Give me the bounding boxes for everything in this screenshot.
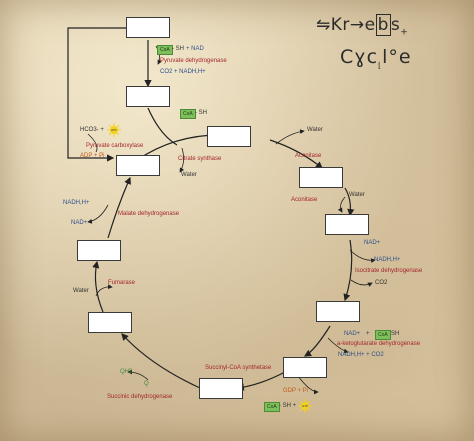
blank-box-citrate[interactable]: [207, 126, 251, 147]
blank-box-succinyl-coa[interactable]: [283, 357, 327, 378]
title-cycle: Cɣc⌊l°e: [340, 46, 412, 70]
title-b-box: b: [375, 14, 391, 36]
blank-box-fumarate[interactable]: [88, 312, 132, 333]
enzyme-pyruvate-dehydrogenase: Pyruvate dehydrogenase: [160, 58, 227, 64]
arc-malate-oaa: [107, 176, 131, 239]
qh2-label: QH2: [120, 369, 133, 375]
nadh-malate: NADH,H+: [63, 200, 90, 206]
coa-tag-top: CoA: [157, 45, 173, 55]
arc-isocitrate-akg: [343, 239, 353, 302]
hco3-label: HCO3- +: [80, 127, 104, 133]
enzyme-malate-dehydrogenase: Malate dehydrogenase: [118, 211, 180, 217]
sh-citrate: - SH: [195, 110, 207, 116]
water-aconitase-in: Water: [307, 127, 323, 133]
coa-tag-akg: CoA: [375, 330, 391, 340]
enzyme-succinic-dehydrogenase: Succinic dehydrogenase: [107, 394, 173, 400]
enzyme-akg-dehydrogenase: a-ketoglutarate dehydrogenase: [337, 341, 421, 347]
blank-box-succinate[interactable]: [199, 378, 243, 399]
nad-top: + NAD: [186, 46, 204, 52]
nad-malate: NAD+: [71, 220, 88, 226]
coa-tag-succinyl: CoA: [264, 402, 280, 412]
nadh-isocitrate: NADH,H+: [374, 257, 401, 263]
enzyme-aconitase-bottom: Aconitase: [291, 197, 318, 203]
blank-box-isocitrate[interactable]: [325, 214, 369, 235]
sh-akg: SH: [391, 331, 400, 337]
q-label: Q: [144, 381, 149, 387]
atp-label: ATP: [111, 128, 117, 132]
arc-akg-succinylcoa: [303, 325, 331, 357]
enzyme-citrate-synthase: Citrate synthase: [178, 156, 222, 162]
blank-box-malate[interactable]: [77, 240, 121, 261]
sun-energy-icon: [107, 123, 121, 137]
nad-isocitrate: NAD+: [364, 240, 381, 246]
arc-citrate-cisaconitate: [269, 139, 323, 169]
water-citrate: Water: [181, 172, 197, 178]
enzyme-pyruvate-carboxylase: Pyruvate carboxylase: [86, 143, 144, 149]
nadh-co2-akg: NADH,H+ + CO2: [338, 352, 384, 358]
gtp-label: GTP: [302, 404, 309, 408]
enzyme-aconitase-top: Aconitase: [295, 153, 322, 159]
blank-box-pyruvate[interactable]: [126, 17, 170, 38]
arc-succinylcoa-succinate: [236, 371, 286, 391]
water-aconitase-out: Water: [349, 192, 365, 198]
enzyme-succinyl-coa-synthetase: Succinyl-CoA synthetase: [205, 365, 272, 371]
arrow-acetylcoa-citrate: [147, 107, 178, 146]
co2-nadh-top: CO2 + NADH,H+: [160, 69, 206, 75]
enzyme-isocitrate-dehydrogenase: Isocitrate dehydrogenase: [355, 268, 423, 274]
blank-box-cis-aconitate[interactable]: [299, 167, 343, 188]
gdp-pi-label: GDP + Pi: [283, 388, 309, 394]
arc-fumarate-malate: [92, 260, 104, 313]
arc-cisaconitate-isocitrate: [344, 187, 355, 217]
water-fumarase: Water: [73, 288, 89, 294]
sh-top: - SH: [172, 46, 184, 52]
blank-box-alpha-ketoglutarate[interactable]: [316, 301, 360, 322]
coa-tag-citrate: CoA: [180, 109, 196, 119]
plus-akg: +: [366, 331, 370, 337]
blank-box-oxaloacetate[interactable]: [116, 155, 160, 176]
arrow-pyruvate-bypass: [67, 27, 126, 162]
nad-akg: NAD+: [344, 331, 361, 337]
blank-box-acetylcoa[interactable]: [126, 86, 170, 107]
arc-succinate-fumarate: [121, 333, 201, 389]
adp-pi-label: ADP + Pi: [80, 153, 105, 159]
sh-succinyl: - SH +: [279, 403, 297, 409]
enzyme-fumarase: Fumarase: [108, 280, 136, 286]
co2-isocitrate: CO2: [375, 280, 388, 286]
sun-energy-icon-gtp: [298, 399, 312, 413]
